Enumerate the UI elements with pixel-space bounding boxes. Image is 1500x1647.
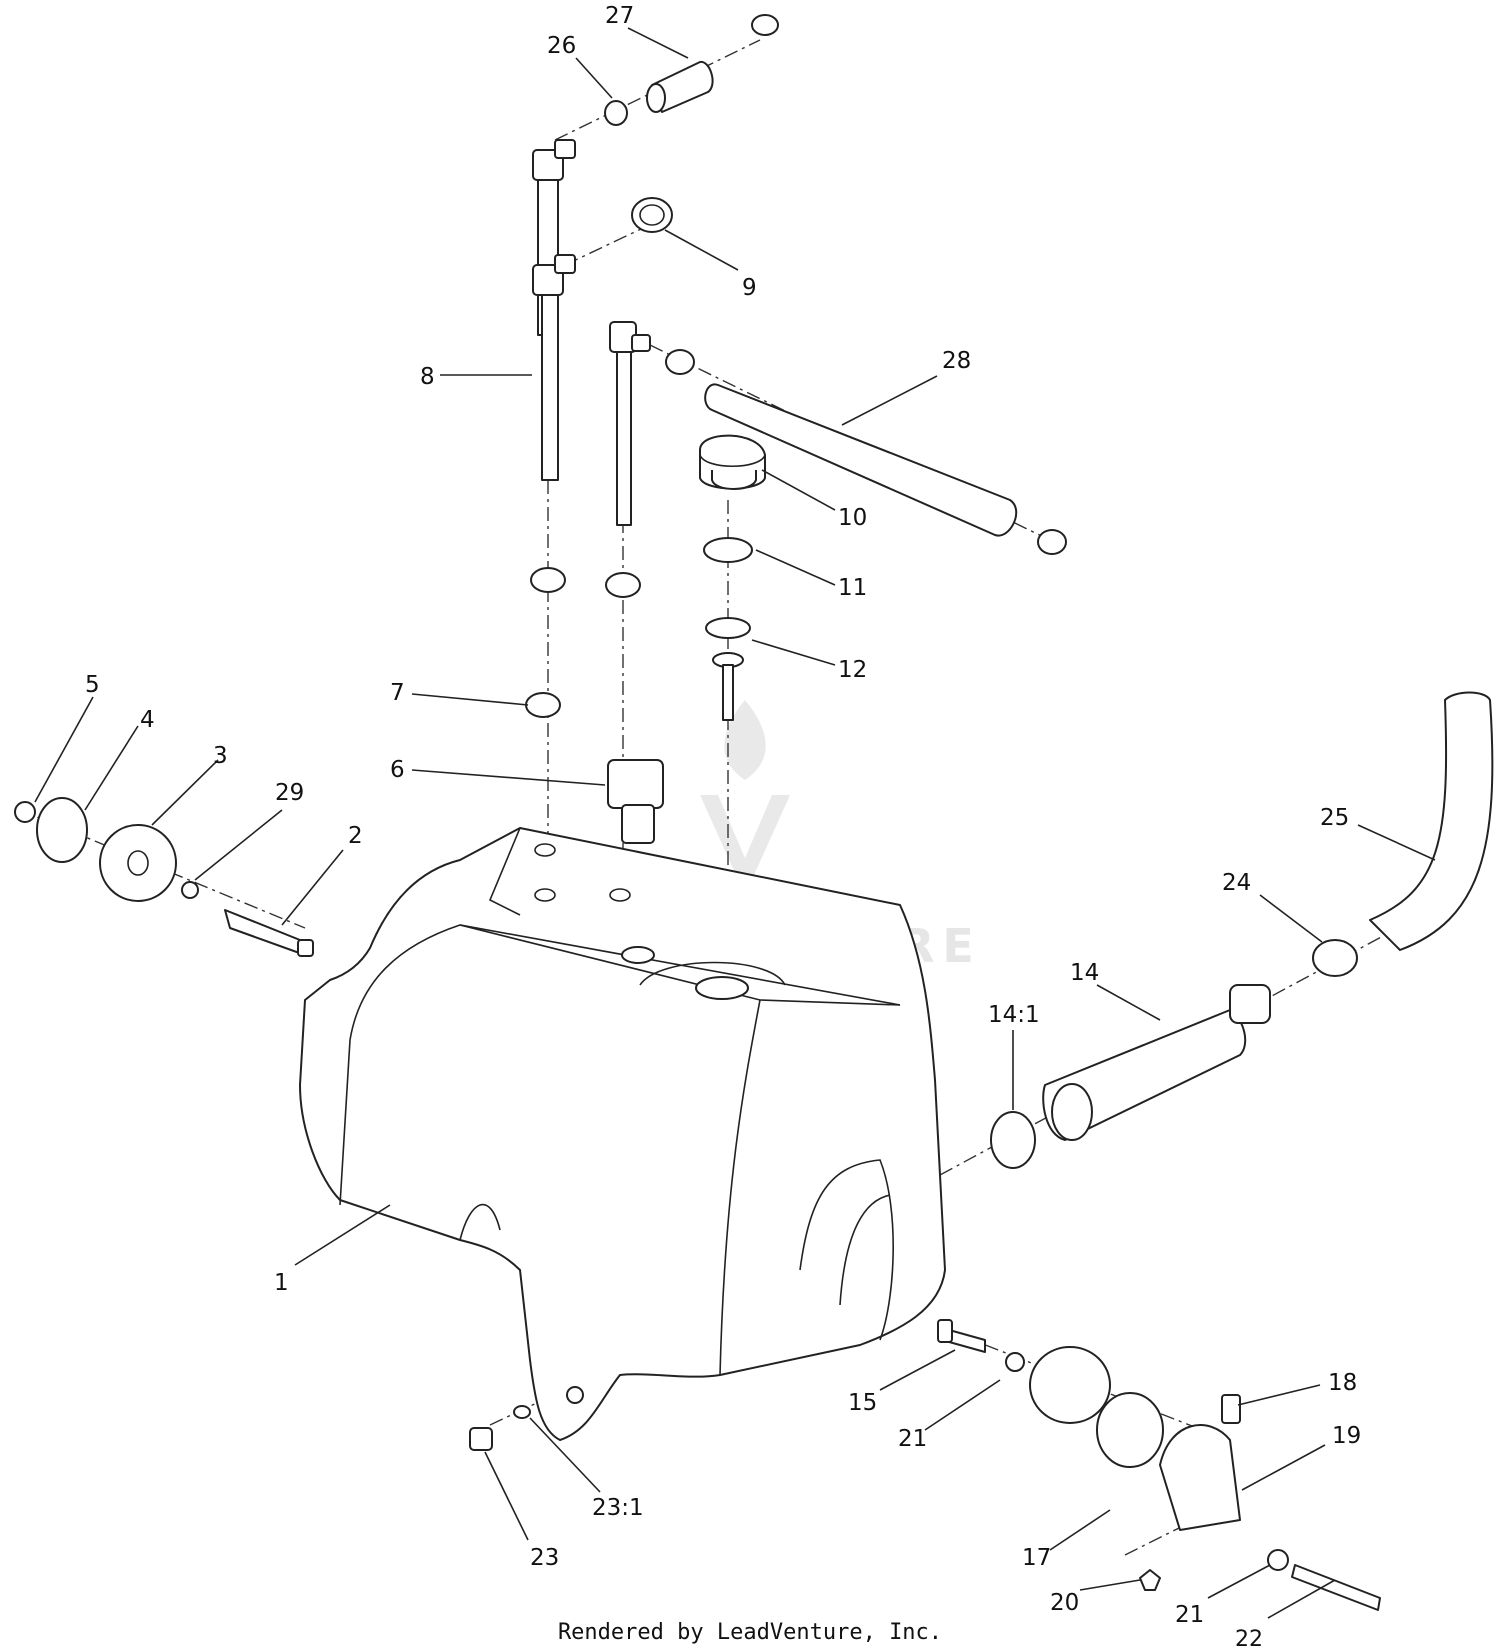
callout-19: 19 [1332,1423,1361,1449]
left-mount-hardware [14,797,314,957]
o-ring-11 [703,537,753,563]
hose-25 [1369,691,1494,951]
right-mount-hardware [937,1319,1381,1611]
callout-5: 5 [85,672,100,698]
callout-28: 28 [942,348,971,374]
callout-17: 17 [1022,1545,1051,1571]
vent-12 [705,617,751,721]
callout-8: 8 [420,364,435,390]
callout-15: 15 [848,1390,877,1416]
leader-lines [34,27,1436,1619]
callout-23-1: 23:1 [592,1495,644,1521]
callout-18: 18 [1328,1370,1357,1396]
hose-28 [665,349,1067,555]
callout-11: 11 [838,575,867,601]
filler-neck-14 [1042,984,1271,1141]
callout-10: 10 [838,505,867,531]
callout-9: 9 [742,275,757,301]
callout-21-lower: 21 [1175,1602,1204,1628]
fuel-tank [299,827,946,1441]
footer-credit: Rendered by LeadVenture, Inc. [557,1620,943,1645]
callout-22: 22 [1235,1627,1263,1647]
grommets-7 [525,567,641,718]
clamp-9 [631,197,673,233]
callout-6: 6 [390,757,405,783]
hose-27 [604,14,779,126]
callout-3: 3 [213,743,228,769]
callout-24: 24 [1222,870,1251,896]
callout-14: 14 [1070,960,1099,986]
callout-12: 12 [838,657,867,683]
callout-4: 4 [140,707,155,733]
callout-labels: 27 26 9 28 8 10 11 12 7 6 5 4 3 29 2 25 … [85,3,1361,1647]
callout-7: 7 [390,680,405,706]
fuel-line-tubes [532,139,651,526]
callout-27: 27 [605,3,634,29]
callout-23: 23 [530,1545,559,1571]
callout-26: 26 [547,33,576,59]
drain-plug-23 [469,1405,531,1451]
callout-2: 2 [348,823,363,849]
callout-25: 25 [1320,805,1349,831]
callout-21-upper: 21 [898,1426,927,1452]
fuel-filter-6 [607,759,664,844]
callout-20: 20 [1050,1590,1079,1616]
clamp-24 [1312,939,1358,977]
callout-29: 29 [275,780,304,806]
callout-14-1: 14:1 [988,1002,1040,1028]
fuel-cap-10 [699,434,766,490]
o-ring-14-1 [990,1111,1036,1169]
callout-1: 1 [274,1270,289,1296]
